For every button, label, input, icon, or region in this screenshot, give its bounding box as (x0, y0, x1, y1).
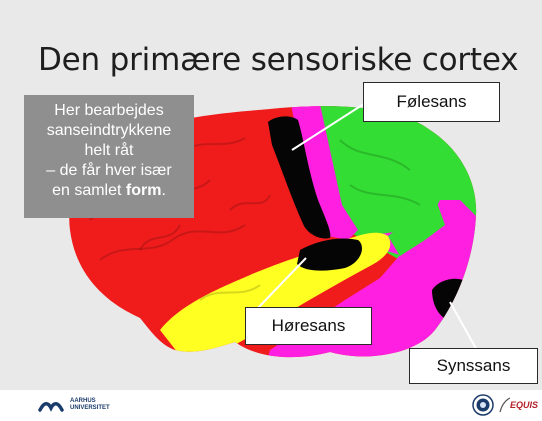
slide-title: Den primære sensoriske cortex (38, 42, 518, 78)
university-line-2: UNIVERSITET (70, 405, 110, 412)
note-line-5: en samlet form. (24, 181, 194, 201)
university-line-1: AARHUS (70, 398, 110, 405)
university-name: AARHUS UNIVERSITET (70, 398, 110, 412)
note-line-1: Her bearbejdes (24, 101, 194, 121)
equis-accreditation: EQUIS (510, 400, 538, 410)
note-line-2: sanseindtrykkene (24, 121, 194, 141)
note-line-3: helt råt (24, 141, 194, 161)
explanation-box: Her bearbejdes sanseindtrykkene helt råt… (24, 95, 194, 218)
aarhus-university-logo-icon (38, 396, 68, 414)
note-line-4: – de får hver især (24, 161, 194, 181)
aacsb-seal-icon (472, 394, 494, 416)
note-line-5-prefix: en samlet (52, 182, 126, 199)
label-touch: Følesans (363, 82, 500, 122)
slide: Den primære sensoriske cortex Her bearbe… (0, 0, 542, 390)
note-line-5-suffix: . (161, 182, 165, 199)
label-vision: Synssans (409, 348, 538, 384)
label-hearing: Høresans (245, 307, 372, 345)
note-emphasis-form: form (126, 182, 162, 199)
pointer-vision (450, 302, 478, 352)
footer: AARHUS UNIVERSITET EQUIS (0, 390, 542, 421)
